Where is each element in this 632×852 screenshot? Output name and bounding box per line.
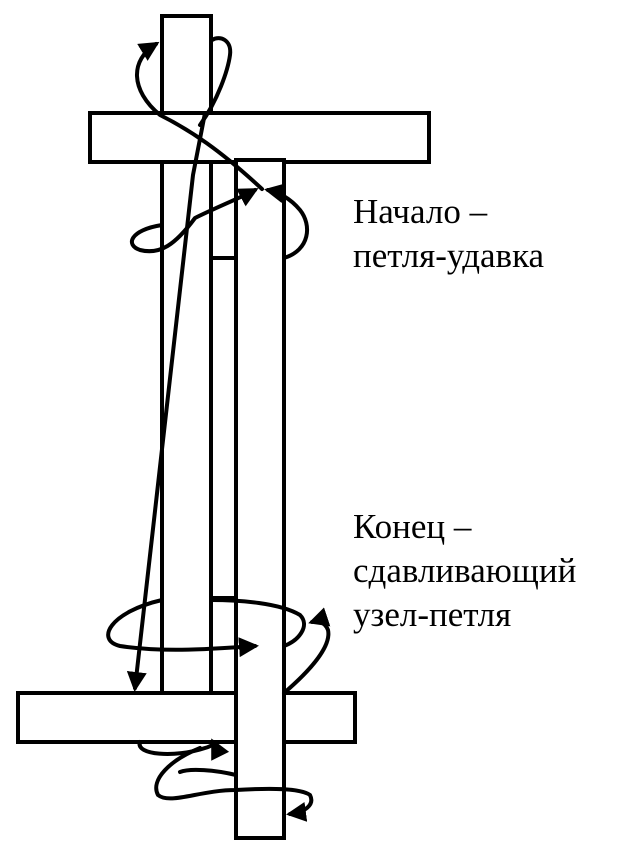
rope-upper-wrap [129, 188, 259, 254]
rope-bottom-loop [137, 738, 230, 761]
rope-bottom-loop-3 [178, 767, 238, 777]
end-label-line-3: узел-петля [353, 595, 512, 634]
rope-lower-return [282, 607, 331, 695]
rope [106, 36, 331, 822]
end-label-line-2: сдавливающий [353, 551, 577, 590]
rope-lower-wrap [106, 598, 259, 658]
rope-bottom-loop-2 [154, 746, 314, 822]
end-label: Конец – сдавливающий узел-петля [353, 505, 576, 637]
upper-crossbar [88, 111, 431, 164]
rope-top-back [198, 36, 233, 127]
start-label-line-1: Начало – [353, 192, 488, 231]
rope-top-loop [135, 41, 264, 191]
rope-upper-wrap-back [264, 183, 309, 260]
end-label-line-1: Конец – [353, 507, 472, 546]
lower-crossbar [16, 691, 357, 744]
start-label-line-2: петля-удавка [353, 236, 545, 275]
wooden-frame [16, 14, 431, 840]
right-post [234, 158, 286, 840]
rope-diagonal [126, 111, 207, 692]
rope-lower-wrap-front [209, 598, 306, 648]
start-label: Начало – петля-удавка [353, 190, 544, 278]
